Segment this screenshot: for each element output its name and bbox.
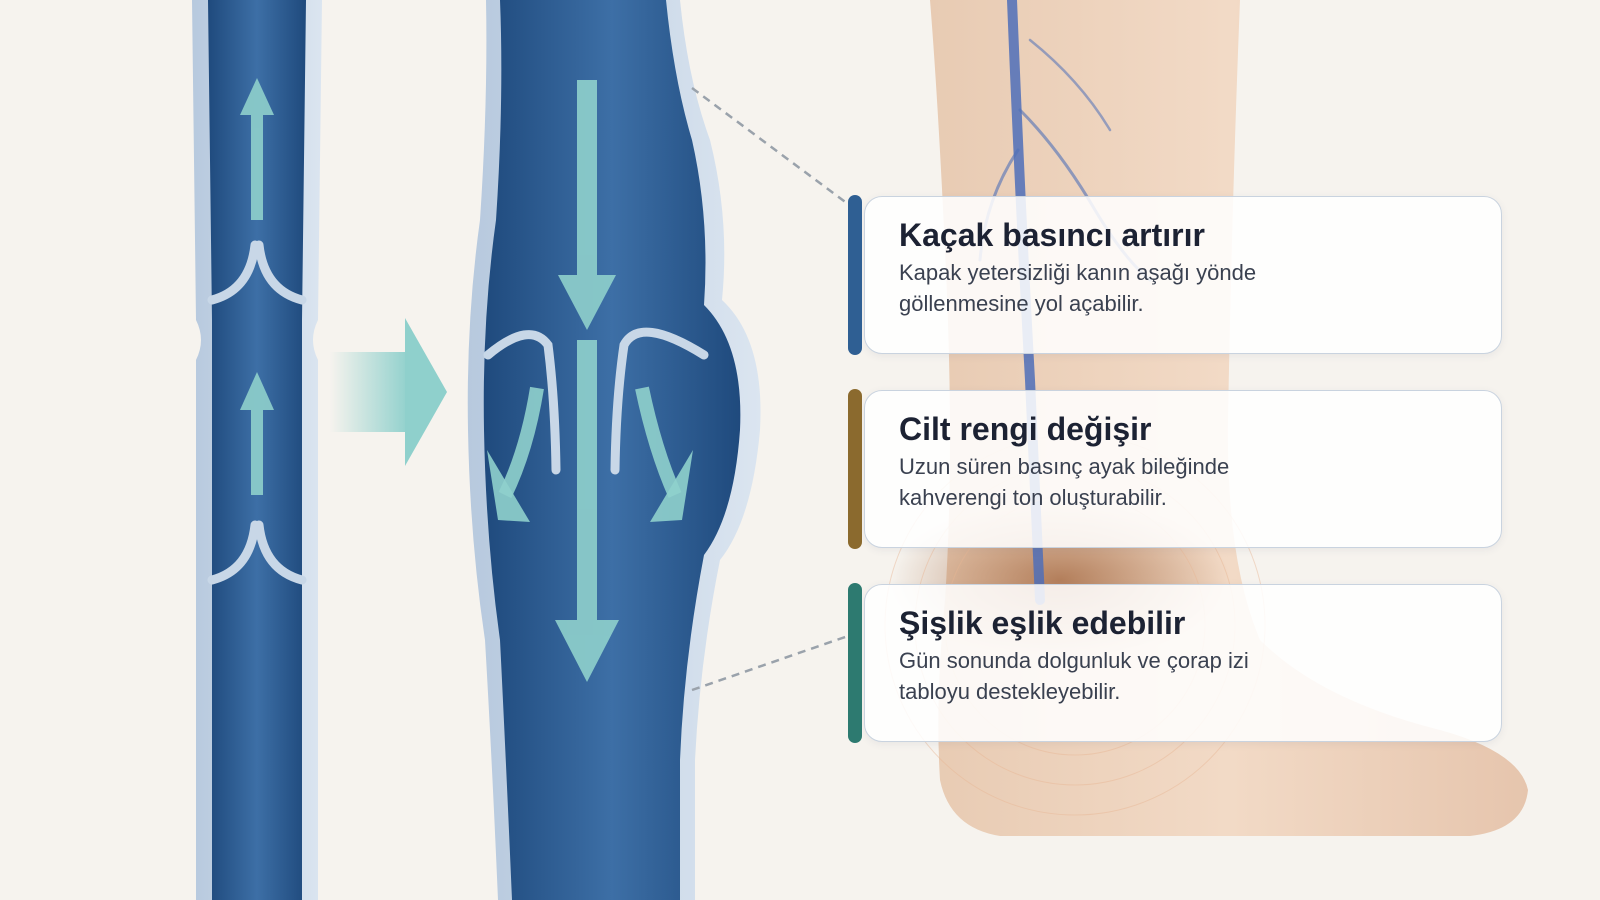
card-text: Uzun süren basınç ayak bileğinde kahvere…: [899, 454, 1230, 510]
healthy-valve: [207, 240, 307, 585]
card-text: Kapak yetersizliği kanın aşağı yönde göl…: [899, 260, 1257, 316]
card-accent-bar: [848, 195, 862, 355]
card-accent-bar: [848, 583, 862, 743]
insufficient-vein: [467, 0, 761, 900]
right-arrow-icon: [330, 318, 447, 466]
info-card-pressure: Kaçak basıncı artırır Kapak yetersizliği…: [848, 195, 1502, 355]
up-arrow-icon: [240, 372, 274, 495]
reflux-curve-arrow-icon: [498, 386, 544, 499]
info-card-skin-color: Cilt rengi değişir Uzun süren basınç aya…: [848, 389, 1502, 549]
card-accent-bar: [848, 389, 862, 549]
down-arrow-icon: [558, 80, 616, 330]
healthy-vein: [192, 0, 322, 900]
card-text: Gün sonunda dolgunluk ve çorap izi tablo…: [899, 648, 1249, 704]
info-card-swelling: Şişlik eşlik edebilir Gün sonunda dolgun…: [848, 583, 1502, 743]
card-title: Kaçak basıncı artırır: [899, 217, 1205, 253]
up-arrow-icon: [240, 78, 274, 220]
down-arrow-icon: [555, 340, 619, 682]
reflux-curve-arrow-icon: [635, 386, 682, 498]
card-title: Cilt rengi değişir: [899, 411, 1152, 447]
leader-lines: [691, 86, 849, 692]
incompetent-valve: [483, 327, 709, 475]
reflux-arrowhead: [487, 450, 530, 522]
card-title: Şişlik eşlik edebilir: [899, 605, 1186, 641]
reflux-arrowhead: [650, 450, 693, 522]
